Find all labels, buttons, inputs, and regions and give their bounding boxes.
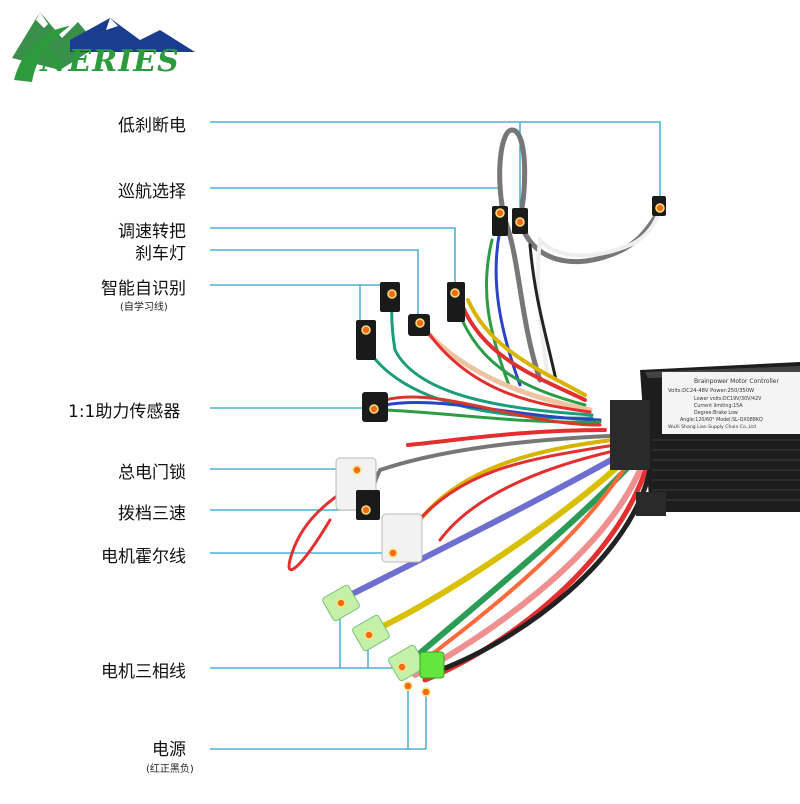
label-low-brake: 低刹断电 [118,116,186,136]
callout-low-brake [210,121,661,200]
label-power: 电源 [152,740,186,760]
label-pas-sensor: 1:1助力传感器 [68,402,181,422]
controller-line-2: Volts:DC24-48V Power:250/350W [668,388,754,394]
connector-hall [381,513,423,563]
controller-line-4: Current limiting:15A [694,403,743,409]
connector-throttle [447,282,465,322]
label-power-note: (红正黑负) [146,764,194,775]
connector-three-speed [356,490,380,520]
label-brake-light: 刹车灯 [135,244,186,264]
label-hall: 电机霍尔线 [101,547,186,567]
controller-line-7: WuXi Shang Lian Supply Chain Co.,Ltd [668,424,756,430]
brand-logo-text: NERIES [40,44,180,79]
callout-brake-light [210,249,419,318]
label-self-learn-note: (自学习线) [120,302,168,313]
connector-self-learn-b [356,320,376,360]
controller-line-3: Lower volts:DC19V/30V/42V [694,396,762,402]
label-three-speed: 拨档三速 [118,504,186,524]
label-phase: 电机三相线 [101,662,186,682]
label-self-learn: 智能自识别 [101,279,186,299]
controller-line-5: Degree:Brake Low [694,410,738,416]
callout-self-learn [210,284,391,294]
logo-mountains [12,12,195,82]
label-throttle: 调速转把 [118,222,186,242]
controller-box [610,362,800,516]
callout-throttle [210,227,456,290]
connector-power-green [419,651,445,679]
marker-dots [336,203,665,697]
controller-label-text: Brainpower Motor Controller Volts:DC24-4… [668,378,779,430]
label-power-lock: 总电门锁 [118,463,186,483]
controller-label-plate [662,372,800,434]
label-cruise: 巡航选择 [118,182,186,202]
controller-line-6: Angle:120/60° Model:SL-QX088KQ [680,417,763,423]
callout-cruise [210,187,501,210]
controller-line-1: Brainpower Motor Controller [694,378,779,385]
callout-lines [210,121,661,750]
